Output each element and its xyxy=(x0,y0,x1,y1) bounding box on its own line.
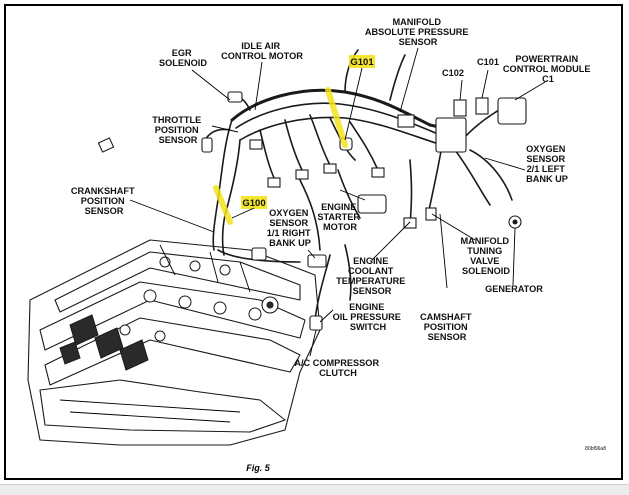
engine-block xyxy=(27,239,321,446)
g100-label: G100 xyxy=(242,198,265,209)
bottom-bar xyxy=(0,484,629,495)
g100-highlight-box xyxy=(241,196,267,209)
manifold-tuning-valve-solenoid-label: MANIFOLD TUNING VALVE SOLENOID xyxy=(460,236,511,276)
generator-label: GENERATOR xyxy=(485,284,543,294)
labels: EGR SOLENOID IDLE AIR CONTROL MOTOR MANI… xyxy=(71,17,606,473)
powertrain-control-module-label: POWERTRAIN CONTROL MODULE C1 xyxy=(503,54,593,84)
leader-lines xyxy=(129,47,546,357)
g101-label: G101 xyxy=(350,57,374,68)
idle-air-control-motor-label: IDLE AIR CONTROL MOTOR xyxy=(221,41,303,61)
engine-coolant-temperature-sensor-label: ENGINE COOLANT TEMPERATURE SENSOR xyxy=(336,256,408,296)
ground-highlights xyxy=(213,55,375,225)
figure-caption: Fig. 5 xyxy=(246,463,270,473)
egr-solenoid-label: EGR SOLENOID xyxy=(159,48,207,68)
camshaft-position-sensor-label: CAMSHAFT POSITION SENSOR xyxy=(420,312,474,342)
drawing-code: 80bf96a8 xyxy=(585,446,606,452)
c101-label: C101 xyxy=(477,57,499,67)
oxygen-sensor-right-label: OXYGEN SENSOR 1/1 RIGHT BANK UP xyxy=(267,208,313,248)
engine-starter-motor-label: ENGINE STARTER MOTOR xyxy=(317,202,362,232)
engine-oil-pressure-switch-label: ENGINE OIL PRESSURE SWITCH xyxy=(333,302,404,332)
throttle-position-sensor-label: THROTTLE POSITION SENSOR xyxy=(152,115,204,145)
ac-compressor-clutch-label: A/C COMPRESSOR CLUTCH xyxy=(294,358,381,378)
oxygen-sensor-left-label: OXYGEN SENSOR 2/1 LEFT BANK UP xyxy=(526,144,568,184)
crankshaft-position-sensor-label: CRANKSHAFT POSITION SENSOR xyxy=(71,186,137,216)
manifold-absolute-pressure-sensor-label: MANIFOLD ABSOLUTE PRESSURE SENSOR xyxy=(365,17,471,47)
c102-label: C102 xyxy=(442,68,464,78)
g101-highlight-box xyxy=(349,55,375,68)
